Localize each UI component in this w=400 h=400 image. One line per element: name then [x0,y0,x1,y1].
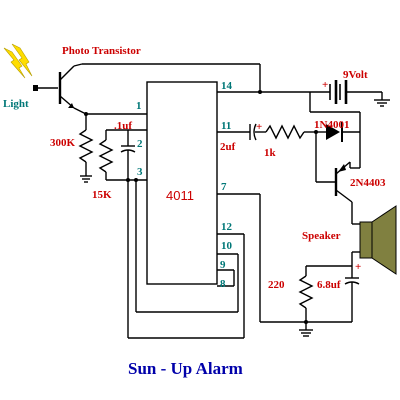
ground-symbol-battery [374,99,390,107]
pin-1-label: 1 [136,100,142,112]
capacitor-0-1uf-label: .1uf [114,120,132,132]
resistor-300k-label: 300K [50,137,76,149]
battery-label: 9Volt [343,69,368,81]
ground-symbol-output [299,329,313,337]
photo-transistor-symbol [33,63,260,115]
pin-2-label: 2 [137,138,143,150]
pin-8-9-link [217,269,235,287]
capacitor-6-8uf-label: 6.8uf [317,279,341,291]
ic-4011-label: 4011 [166,188,194,203]
pin-3-label: 3 [137,166,143,178]
light-label: Light [3,98,29,110]
output-network [217,123,336,183]
diode-label: 1N4001 [314,119,349,131]
input-network [78,112,245,339]
light-source-icon [3,43,33,79]
pin-14-label: 14 [221,80,233,92]
speaker-label: Speaker [302,230,341,242]
pin-12-label: 12 [221,221,233,233]
capacitor-2uf-plus-sign: + [256,121,262,133]
resistor-15k-label: 15K [92,189,112,201]
pin-9-label: 9 [220,259,226,271]
pin-10-label: 10 [221,240,233,252]
diode-symbol [316,122,360,142]
speaker-icon [351,205,397,275]
ground-network [217,193,360,330]
battery-symbol [329,80,383,104]
resistor-1k-label: 1k [264,147,277,159]
supply-wiring [217,64,361,169]
pin-11-label: 11 [221,120,231,132]
ic-4011-body [146,81,218,285]
transistor-label: 2N4403 [350,177,386,189]
resistor-220-label: 220 [268,279,285,291]
capacitor-2uf-label: 2uf [220,141,236,153]
pin-7-label: 7 [221,181,227,193]
pnp-transistor-symbol [334,161,353,224]
diagram-title: Sun - Up Alarm [128,359,243,378]
pin-8-label: 8 [220,278,226,290]
battery-plus-sign: + [322,79,328,91]
capacitor-6-8uf-plus-sign: + [355,261,361,273]
photo-transistor-label: Photo Transistor [62,45,141,57]
